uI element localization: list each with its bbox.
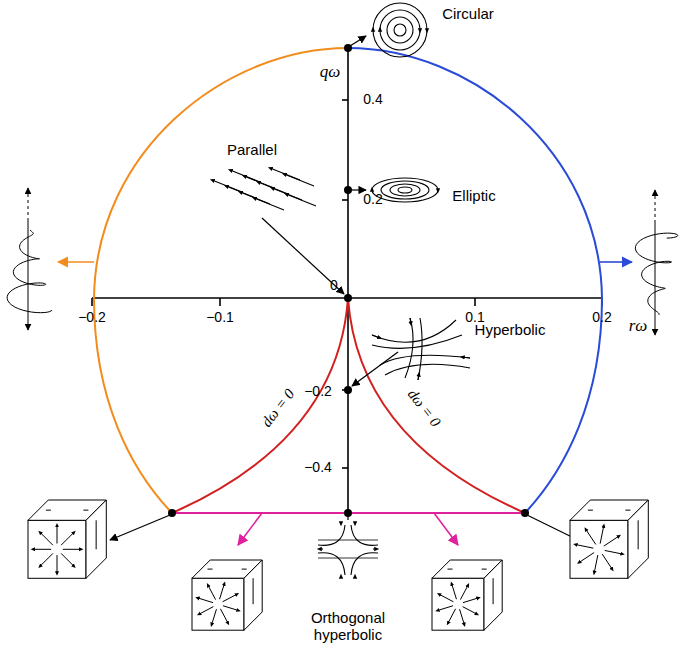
- tick-label: 0.2: [363, 192, 382, 207]
- leader-right: [600, 261, 632, 263]
- boundary-left: [94, 48, 348, 513]
- tick-label: 0.2: [592, 310, 611, 325]
- annotation-label: dω = 0: [257, 384, 299, 431]
- annotation-label: dω = 0: [403, 384, 445, 431]
- points: [168, 44, 529, 517]
- tick-label: −0.2: [304, 384, 332, 399]
- leader-mag-right: [434, 513, 458, 545]
- tick-label: −0.2: [78, 310, 106, 325]
- annotation-label: Parallel: [227, 142, 277, 159]
- tick-label: 0.4: [363, 92, 382, 107]
- leaders: [110, 36, 578, 540]
- axes: [92, 48, 602, 513]
- annotation-label: Elliptic: [452, 188, 495, 205]
- leader-mag-left: [238, 513, 262, 545]
- tick-label: 0: [330, 278, 338, 293]
- parallel-icon: [212, 168, 316, 210]
- boundary-right: [348, 48, 602, 513]
- tick-label: −0.4: [304, 460, 332, 475]
- axis-label: qω: [320, 63, 341, 82]
- annotation-label: Circular: [442, 6, 494, 23]
- orthogonal-hyperbolic-icon: [318, 522, 378, 578]
- tick-label: −0.1: [206, 310, 234, 325]
- axis-label: rω: [629, 317, 648, 336]
- leader-left: [58, 261, 94, 263]
- circular-icon: [373, 3, 427, 57]
- cusp-left: [172, 298, 348, 513]
- helix-icons: [7, 188, 678, 335]
- annotation-label: Orthogonal hyperbolic: [306, 610, 390, 643]
- annotation-label: Hyperbolic: [475, 322, 546, 339]
- hyperbolic-icon: [372, 318, 470, 380]
